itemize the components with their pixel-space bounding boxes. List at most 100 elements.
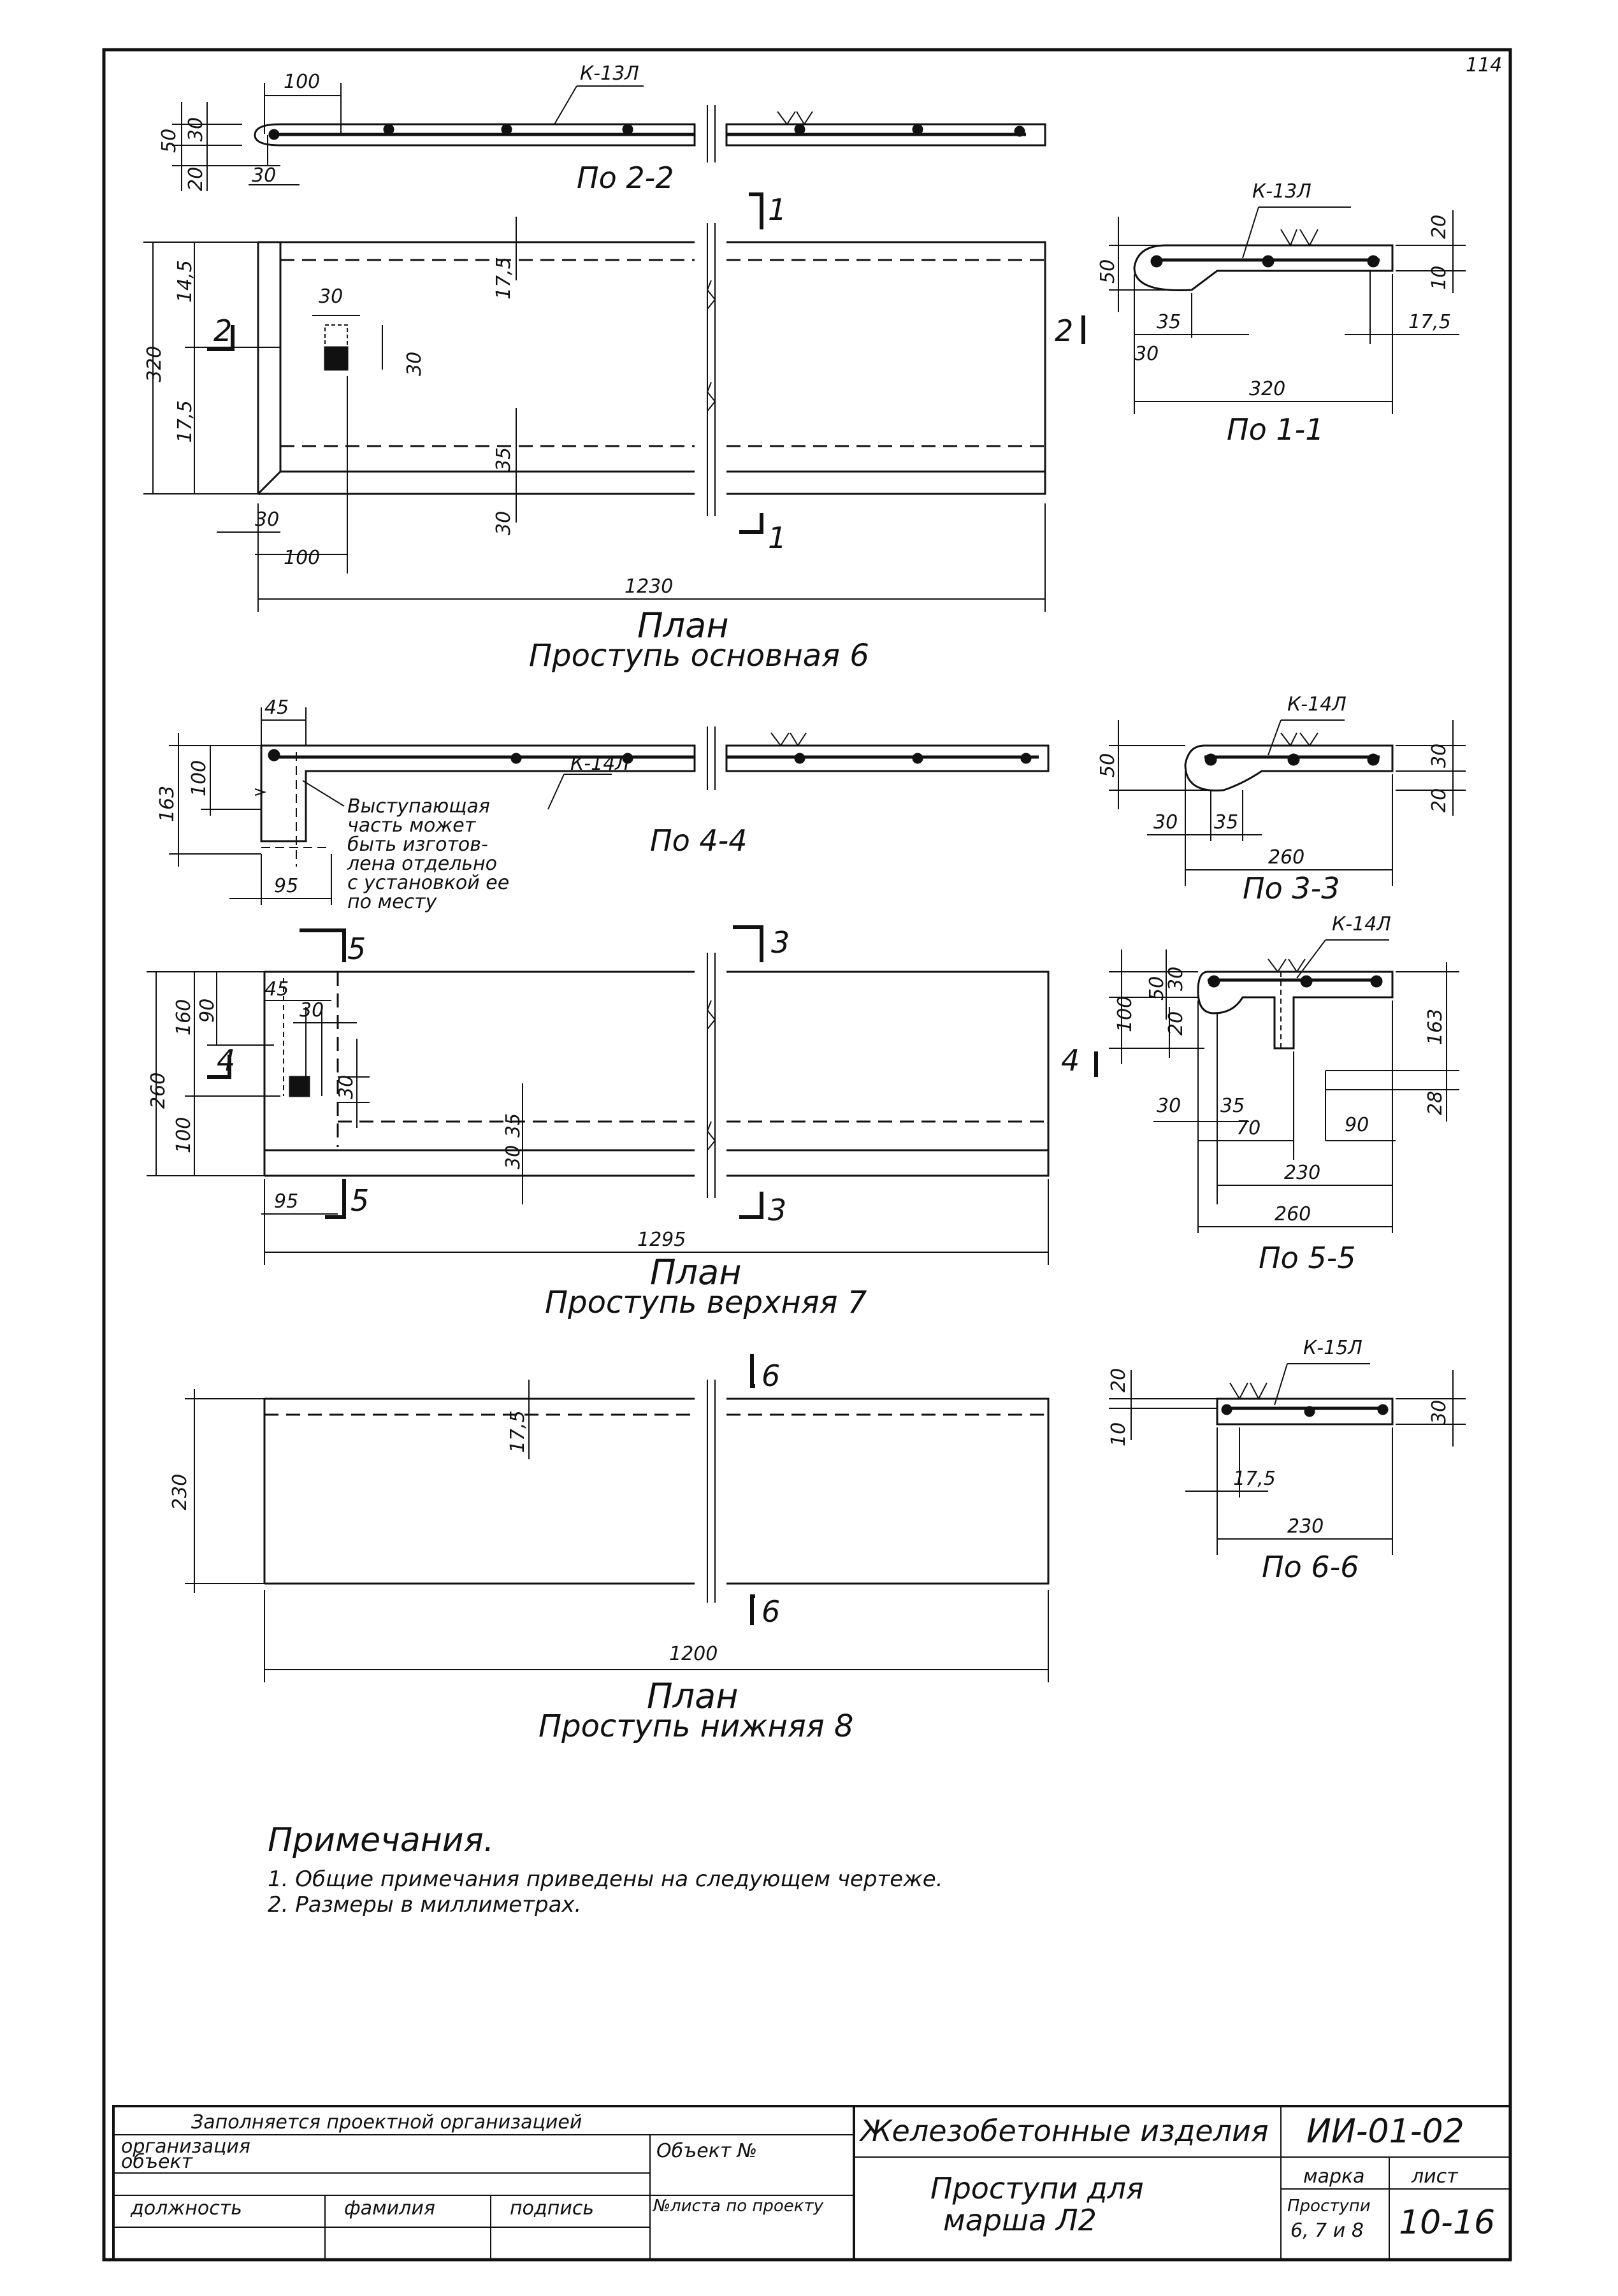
plan-7-caption-sub: Проступь верхняя 7 — [545, 1285, 867, 1320]
dim-100-left-b: 100 — [173, 1117, 195, 1153]
tb-mark-line1: Проступи — [1287, 2197, 1371, 2216]
tb-sheet-label: лист — [1411, 2165, 1459, 2188]
dim-14-5: 14,5 — [174, 260, 196, 303]
dim-b30x: 30 — [1157, 1095, 1181, 1117]
dim-35-plan: 35 — [493, 447, 515, 472]
dim-s20-6: 20 — [1108, 1368, 1130, 1392]
rebar-label-k14-b: К-14Л — [1287, 693, 1347, 716]
note-line-6: по месту — [347, 891, 438, 913]
cut-mark-3-bottom: 3 — [768, 1193, 786, 1227]
dim-50-left: 50 — [158, 129, 180, 153]
section-4-4-drawing — [169, 707, 1050, 905]
dim-s320: 320 — [1249, 378, 1285, 400]
dim-b163: 163 — [1424, 1009, 1447, 1045]
tb-mark-label: марка — [1303, 2165, 1365, 2188]
dim-b30: 30 — [1165, 967, 1187, 991]
cut-mark-5-bottom: 5 — [350, 1183, 369, 1218]
section-1-1-drawing — [1109, 206, 1466, 414]
cut-mark-2-left: 2 — [213, 314, 232, 348]
section-3-3-label: По 3-3 — [1243, 871, 1340, 906]
dim-s230-6: 230 — [1287, 1515, 1324, 1538]
dim-s35: 35 — [1157, 311, 1181, 333]
tb-sheet-no: №листа по проекту — [652, 2197, 824, 2216]
tb-position: должность — [130, 2197, 242, 2220]
dim-90-left: 90 — [196, 999, 219, 1023]
section-1-1-label: По 1-1 — [1227, 412, 1324, 447]
cut-mark-6-top: 6 — [762, 1359, 780, 1393]
notes-heading: Примечания. — [268, 1821, 494, 1859]
dim-a30: 30 — [1428, 744, 1450, 768]
dim-a20: 20 — [1428, 788, 1450, 812]
dim-95-plan: 95 — [274, 1190, 298, 1213]
dim-s30-6: 30 — [1428, 1400, 1450, 1424]
dim-30-plan: 30 — [493, 511, 515, 535]
cut-mark-1-top: 1 — [768, 192, 786, 227]
plan-6-drawing — [143, 192, 1085, 612]
note-item-1: 1. Общие примечания приведены на следующ… — [268, 1866, 943, 1892]
dim-100-top: 100 — [284, 71, 320, 93]
tb-product-type: Железобетонные изделия — [858, 2114, 1269, 2148]
dim-b70: 70 — [1236, 1117, 1260, 1139]
tb-title-line1: Проступи для — [930, 2171, 1144, 2206]
sheet-frame — [102, 48, 1512, 2262]
cut-mark-4-right: 4 — [1061, 1043, 1080, 1078]
dim-b28: 28 — [1424, 1091, 1447, 1115]
dim-100-left: 100 — [188, 760, 210, 797]
dim-17-5-plan: 17,5 — [493, 257, 515, 300]
plan-6-caption-title: План — [637, 605, 729, 646]
dim-320: 320 — [143, 346, 166, 382]
tb-surname: фамилия — [344, 2197, 435, 2220]
plan-8-caption-title: План — [647, 1676, 739, 1716]
title-block — [112, 2105, 1512, 2261]
dim-a30b: 30 — [1153, 811, 1178, 834]
plan-7-group: 45 163 100 95 К-14Л Выступающая часть мо… — [147, 693, 1466, 1320]
dim-s17-5-6: 17,5 — [1233, 1468, 1276, 1490]
dim-s20: 20 — [1428, 215, 1450, 239]
dim-30-square-top: 30 — [319, 285, 343, 308]
dim-1295: 1295 — [637, 1229, 686, 1251]
note-line-5: с установкой ее — [347, 872, 509, 894]
dim-30-bottom-left: 30 — [255, 509, 279, 531]
section-4-4-label: По 4-4 — [650, 823, 748, 858]
note-line-3: быть изготов- — [347, 834, 488, 856]
section-2-2-drawing — [172, 83, 1046, 191]
dim-b50: 50 — [1146, 976, 1168, 1000]
dim-b35: 35 — [1220, 1095, 1245, 1117]
dim-1200: 1200 — [669, 1643, 718, 1665]
dim-s10-6: 10 — [1108, 1422, 1130, 1447]
dim-30-plan-a: 30 — [300, 999, 324, 1022]
cut-mark-5-top: 5 — [347, 932, 366, 966]
dim-17-5-left: 17,5 — [174, 400, 196, 443]
dim-160-left: 160 — [173, 999, 195, 1036]
note-item-2: 2. Размеры в миллиметрах. — [268, 1892, 581, 1917]
dim-30-plan-b: 30 — [335, 1075, 358, 1099]
dim-230-left: 230 — [169, 1474, 191, 1510]
dim-30-square-side: 30 — [403, 352, 426, 376]
tb-title-line2: марша Л2 — [943, 2203, 1097, 2237]
dim-b230: 230 — [1284, 1162, 1320, 1184]
dim-s50: 50 — [1097, 259, 1119, 284]
rebar-label-k13-a: К-13Л — [580, 62, 639, 85]
tb-series: ИИ-01-02 — [1306, 2112, 1464, 2151]
plan-7-drawing — [147, 925, 1098, 1265]
section-5-5-label: По 5-5 — [1259, 1241, 1356, 1275]
dim-b260: 260 — [1275, 1203, 1311, 1225]
dim-20-left: 20 — [185, 167, 207, 191]
dim-a260: 260 — [1268, 846, 1304, 869]
dim-s17-5: 17,5 — [1408, 311, 1451, 333]
section-5-5-drawing — [1109, 939, 1459, 1233]
tb-organization: организация — [121, 2135, 250, 2158]
dim-45-top: 45 — [264, 697, 289, 719]
tb-object-no: Объект № — [656, 2140, 757, 2162]
tb-signature: подпись — [510, 2197, 594, 2220]
dim-b100: 100 — [1114, 996, 1136, 1032]
dim-35-plan7: 35 — [502, 1113, 524, 1137]
section-3-3-drawing — [1109, 719, 1466, 886]
cut-mark-6-bottom: 6 — [762, 1594, 780, 1629]
tb-filled-by: Заполняется проектной организацией — [191, 2111, 582, 2134]
dim-b90: 90 — [1345, 1114, 1369, 1136]
plan-7-caption-title: План — [650, 1252, 742, 1292]
rebar-label-k14-c: К-14Л — [1332, 913, 1391, 935]
dim-30-left: 30 — [185, 117, 207, 141]
